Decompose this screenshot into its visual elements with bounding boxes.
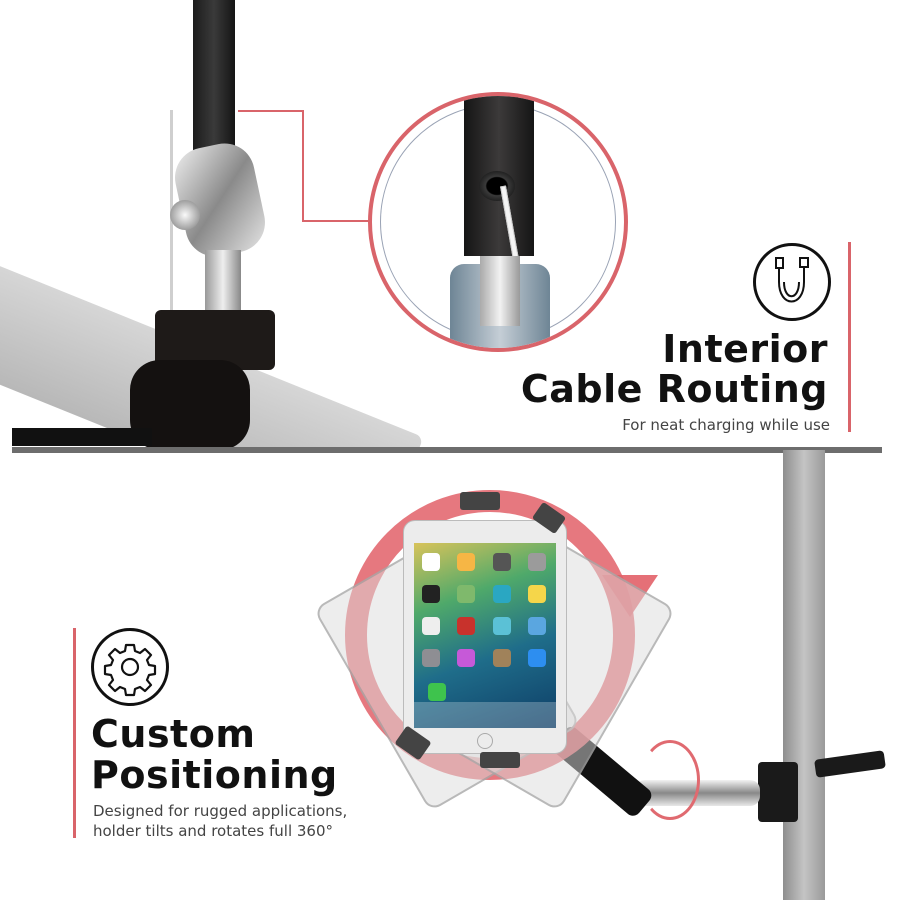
tilt-arrow-icon: [640, 740, 700, 820]
corner-grip-tl: [460, 492, 500, 510]
cable-routing-subtitle: For neat charging while use: [622, 416, 830, 434]
tablet-device: [403, 520, 567, 754]
gear-icon: [91, 628, 169, 706]
cable-routing-panel: Interior Cable Routing For neat charging…: [0, 0, 851, 450]
callout-line-horizontal-2: [302, 220, 372, 222]
callout-line-horizontal-1: [238, 110, 303, 112]
tablet-screen: [414, 543, 556, 728]
custom-positioning-accent-bar: [73, 628, 76, 838]
app-grid: [422, 553, 548, 667]
home-button: [477, 733, 493, 749]
custom-positioning-subtitle-line2: holder tilts and rotates full 360°: [93, 822, 334, 840]
chrome-stem: [205, 250, 241, 320]
dock: [414, 702, 556, 728]
custom-positioning-title-line1: Custom: [91, 712, 256, 756]
custom-positioning-panel: Custom Positioning Designed for rugged a…: [0, 450, 900, 900]
cable-routing-title-line1: Interior: [662, 327, 828, 371]
chrome-knob: [170, 200, 200, 230]
gray-pole: [783, 450, 825, 900]
pole-clamp: [758, 762, 798, 822]
corner-grip-b: [480, 752, 520, 768]
clamp-handle: [12, 428, 152, 446]
detail-zoom-circle: [368, 92, 628, 352]
custom-positioning-title-line2: Positioning: [91, 753, 338, 797]
callout-line-vertical: [302, 110, 304, 222]
vertical-pole: [193, 0, 235, 150]
section-divider: [12, 447, 882, 453]
facetime-icon: [428, 683, 446, 701]
custom-positioning-subtitle-line1: Designed for rugged applications,: [93, 802, 348, 820]
cable-grommet: [479, 171, 515, 201]
cable-routing-accent-bar: [848, 242, 851, 432]
cable-routing-title-line2: Cable Routing: [520, 367, 828, 411]
charging-cable-icon: [753, 243, 831, 321]
